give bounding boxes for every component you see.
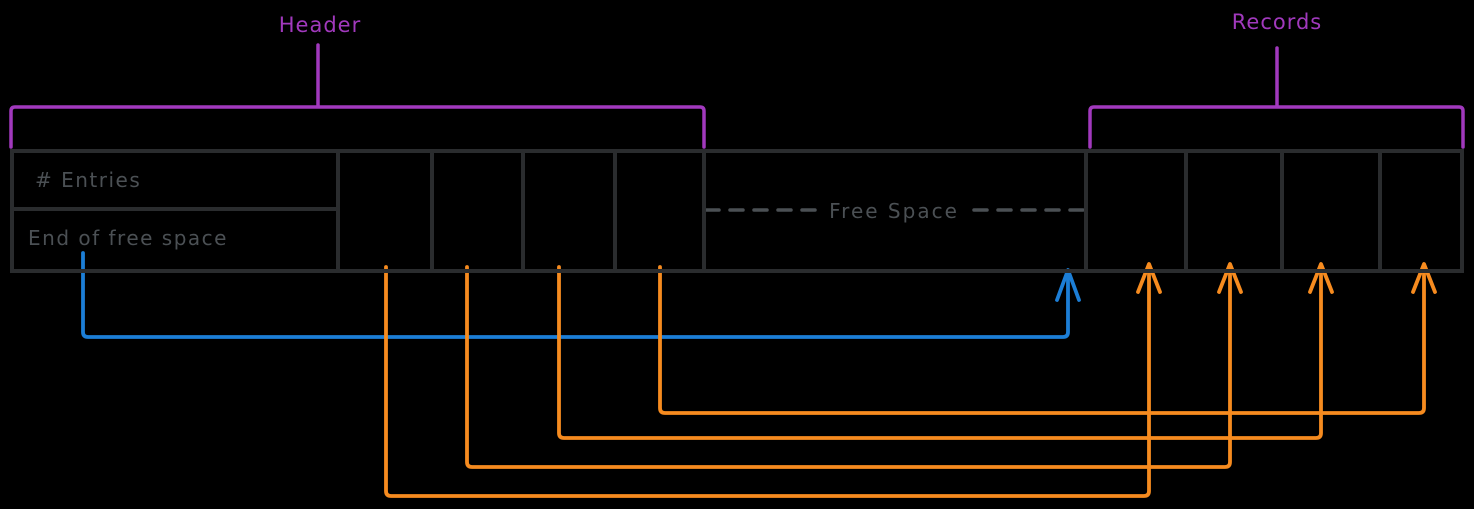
slot-1-pointer — [384, 262, 1162, 498]
record-cell-4 — [1382, 153, 1460, 269]
divider-record-1-2 — [1184, 151, 1188, 271]
records-bracket-line — [1088, 105, 1465, 149]
header-fields-row-divider — [10, 207, 340, 211]
divider-slot-2-3 — [521, 151, 525, 271]
divider-fields-slots — [336, 151, 340, 271]
header-bracket-label: Header — [278, 13, 362, 37]
record-cell-1 — [1088, 153, 1184, 269]
slot-3-pointer-line — [557, 265, 1323, 440]
end-of-free-space-field-label: End of free space — [28, 226, 228, 250]
divider-slots-freespace — [702, 151, 706, 271]
record-cell-2 — [1188, 153, 1280, 269]
slot-4-pointer — [658, 262, 1437, 415]
page-outline — [10, 149, 1464, 273]
divider-slot-1-2 — [430, 151, 434, 271]
end-of-free-space-pointer-arrowhead — [1055, 268, 1081, 302]
divider-freespace-record-1 — [1084, 151, 1088, 271]
record-cell-3 — [1284, 153, 1378, 269]
slot-cell-2 — [434, 153, 521, 269]
slot-2-pointer-line — [465, 265, 1232, 469]
records-bracket — [1088, 46, 1465, 149]
divider-record-3-4 — [1378, 151, 1382, 271]
slot-3-pointer — [557, 262, 1334, 440]
slot-cell-1 — [340, 153, 430, 269]
header-bracket-line — [9, 105, 706, 149]
slot-cell-3 — [525, 153, 613, 269]
header-bracket — [9, 43, 706, 149]
entries-field-label: # Entries — [35, 168, 142, 192]
divider-slot-3-4 — [613, 151, 617, 271]
slot-4-pointer-line — [658, 265, 1426, 415]
slot-cell-4 — [617, 153, 702, 269]
divider-record-2-3 — [1280, 151, 1284, 271]
slot-2-pointer — [465, 262, 1243, 469]
slot-1-pointer-line — [384, 265, 1151, 498]
records-bracket-label: Records — [1231, 10, 1323, 34]
free-space-label: Free Space — [829, 199, 959, 223]
